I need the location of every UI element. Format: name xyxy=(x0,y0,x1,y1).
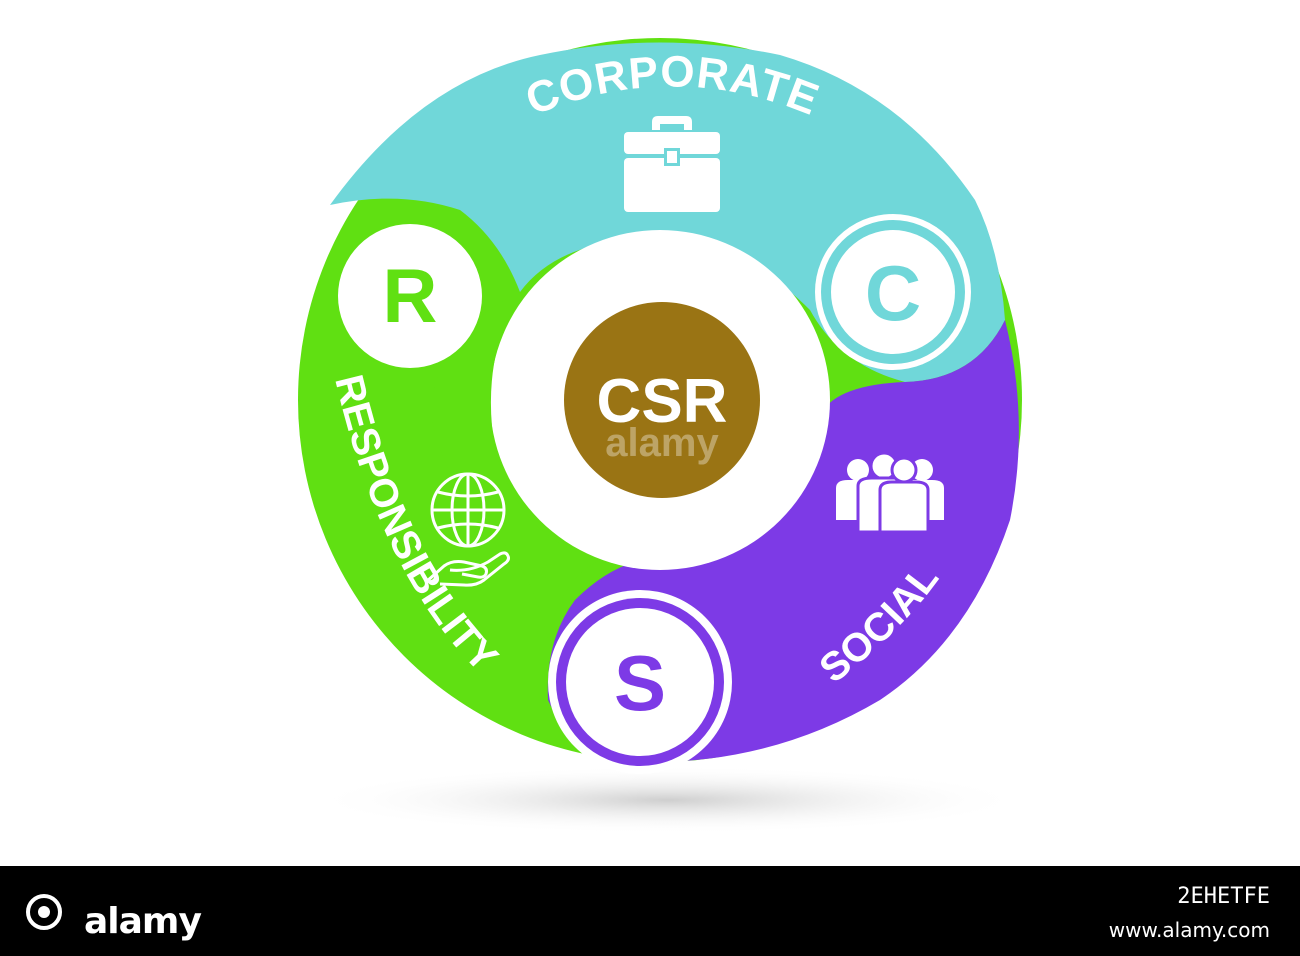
people-group-icon xyxy=(836,451,944,534)
footer-bar: alamy 2EHETFE www.alamy.com xyxy=(0,866,1300,956)
brand-name: alamy xyxy=(84,901,202,942)
image-url: www.alamy.com xyxy=(1108,918,1270,942)
letter-badge-s: S xyxy=(548,590,732,774)
svg-text:C: C xyxy=(865,249,921,337)
brand-logo: alamy xyxy=(26,884,236,942)
briefcase-icon xyxy=(624,116,720,212)
center-label: CSR xyxy=(597,367,728,436)
floor-shadow xyxy=(308,766,1028,834)
image-id: 2EHETFE xyxy=(1177,884,1270,909)
letter-badge-r: R xyxy=(338,224,482,368)
csr-diagram: CSR C R S CORPORATE RESPONSIBILITY SOCIA… xyxy=(298,38,1028,834)
green-swoosh xyxy=(430,292,600,640)
alamy-logo-icon xyxy=(26,894,62,930)
svg-text:S: S xyxy=(614,639,666,727)
letter-badge-c: C xyxy=(815,214,971,370)
svg-text:R: R xyxy=(383,254,438,339)
globe-hand-icon xyxy=(425,472,510,587)
watermark: alamy xyxy=(605,421,719,465)
center-disc xyxy=(564,302,760,498)
